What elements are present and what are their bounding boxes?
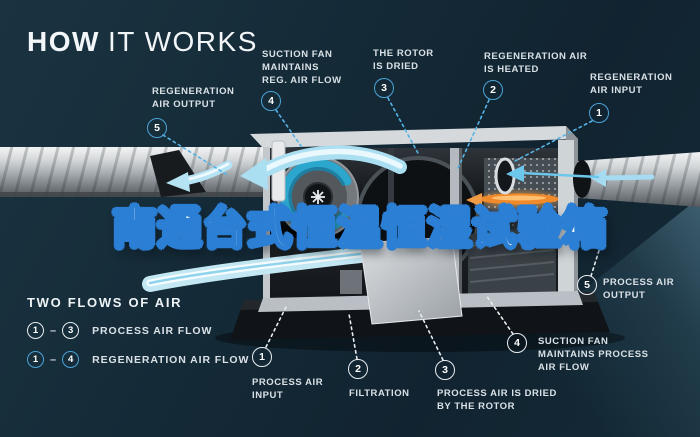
callout-circle-process-5: 5 (577, 275, 597, 295)
callout-label-process-air-input: PROCESS AIR INPUT (252, 377, 324, 401)
watermark-text: 南通台式恒温恒湿试验箱 (112, 202, 608, 255)
duct-cutaway-opening (150, 150, 206, 197)
callout-label-suction-fan-process: SUCTION FAN MAINTAINS PROCESS AIR FLOW (538, 336, 649, 373)
callout-label-suction-fan-reg: SUCTION FAN MAINTAINS REG. AIR FLOW (262, 49, 342, 86)
callout-leader-lines (162, 97, 603, 361)
title-bold: HOW (27, 26, 100, 57)
callout-circle-process-1: 1 (252, 347, 272, 367)
callout-label-regeneration-air-heated: REGENERATION AIR IS HEATED (484, 51, 588, 75)
callout-circle-process-3: 3 (435, 360, 455, 380)
callout-label-regeneration-air-output: REGENERATION AIR OUTPUT (152, 86, 235, 110)
legend-row-regeneration: 1 – 4 REGENERATION AIR FLOW (27, 351, 249, 368)
legend-dash: – (50, 353, 57, 366)
regeneration-inlet-arrow (520, 171, 600, 179)
callout-label-rotor-is-dried: THE ROTOR IS DRIED (373, 48, 434, 72)
callout-label-regeneration-air-input: REGENERATION AIR INPUT (590, 72, 673, 96)
legend-label-regeneration: REGENERATION AIR FLOW (92, 353, 250, 366)
legend-circle-process-to: 3 (62, 322, 80, 339)
legend-row-process: 1 – 3 PROCESS AIR FLOW (27, 322, 249, 339)
interior-divider (450, 148, 459, 298)
left-duct (0, 147, 284, 197)
callout-circle-regeneration-5: 5 (147, 118, 167, 138)
legend-circle-regeneration-to: 4 (62, 351, 80, 368)
legend-label-process: PROCESS AIR FLOW (92, 324, 213, 337)
airflow-arrows (166, 145, 655, 192)
machine-top-face (250, 126, 578, 148)
callout-circle-regeneration-2: 2 (483, 80, 503, 100)
right-duct-arrow (601, 174, 655, 181)
callout-label-process-air-output: PROCESS AIR OUTPUT (603, 277, 675, 301)
leaning-access-panel (359, 236, 463, 325)
legend: TWO FLOWS OF AIR 1 – 3 PROCESS AIR FLOW … (27, 295, 249, 368)
callout-circle-process-2: 2 (348, 359, 368, 379)
callout-circle-regeneration-3: 3 (374, 78, 394, 98)
legend-dash: – (50, 324, 57, 337)
right-front-pillar (558, 140, 574, 292)
title-light: IT WORKS (107, 26, 258, 57)
callout-circle-regeneration-4: 4 (261, 91, 281, 111)
callout-label-process-air-dried: PROCESS AIR IS DRIED BY THE ROTOR (437, 388, 557, 412)
legend-circle-regeneration-from: 1 (27, 351, 44, 368)
callout-circle-regeneration-1: 1 (589, 103, 609, 123)
callout-circle-process-4: 4 (507, 333, 527, 353)
legend-title: TWO FLOWS OF AIR (27, 295, 183, 310)
right-duct-opening (573, 160, 591, 198)
callout-label-filtration: FILTRATION (349, 388, 410, 399)
fan-blade-icon (311, 190, 325, 204)
legend-circle-process-from: 1 (27, 322, 44, 339)
